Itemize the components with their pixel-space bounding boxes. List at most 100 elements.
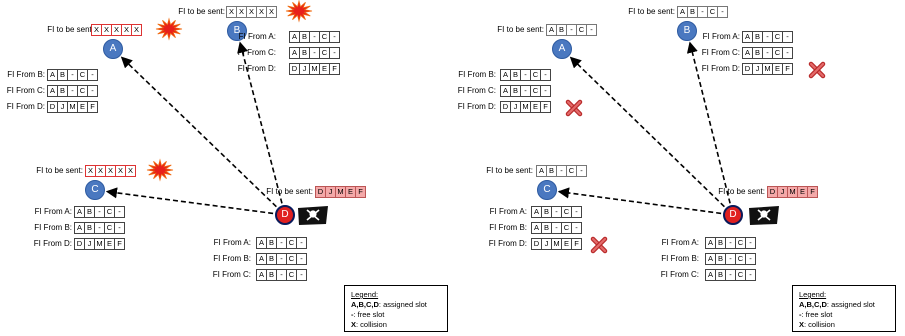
legend-key: A,B,C,D	[799, 300, 827, 309]
slot-cell: -	[296, 237, 307, 249]
legend-item: -: free slot	[351, 310, 441, 320]
fi-to-be-sent-b-label: FI to be sent:	[178, 7, 225, 16]
slot-cell: F	[114, 238, 125, 250]
node-b: B	[677, 21, 697, 41]
red-x-icon	[565, 99, 583, 117]
legend-title: Legend:	[351, 290, 379, 299]
red-burst-icon	[146, 158, 174, 182]
arrow-d-to-c	[105, 187, 274, 215]
node-c-fi-from-row-label: FI From A:	[489, 207, 527, 216]
slot-cell: -	[782, 47, 793, 59]
fi-to-be-sent-c-label: FI to be sent:	[36, 166, 83, 175]
legend-item: X: collision	[799, 320, 889, 330]
slot-cell: -	[114, 206, 125, 218]
node-c: C	[85, 180, 105, 200]
arrow-d-to-a	[120, 56, 277, 208]
slot-cell: X	[125, 165, 136, 177]
arrow-d-to-a	[569, 56, 725, 208]
legend-text: : assigned slot	[378, 300, 427, 309]
node-b-fi-from-row-label: FI From C:	[701, 48, 740, 57]
node-a: A	[103, 39, 123, 59]
slot-cell: -	[717, 6, 728, 18]
arrow-d-to-c	[557, 187, 722, 215]
slot-cell: F	[807, 186, 818, 198]
legend-item: A,B,C,D: assigned slot	[351, 300, 441, 310]
node-d-fi-from-row-label: FI From A:	[213, 238, 251, 247]
node-a-fi-from-row-label: FI From C:	[457, 86, 496, 95]
legend-item: -: free slot	[799, 310, 889, 320]
fi-to-be-sent-d-label: FI to be sent:	[718, 187, 765, 196]
node-a-fi-from-row-label: FI From B:	[458, 70, 496, 79]
node-d-fi-from-row-label: FI From A:	[661, 238, 699, 247]
node-d-fi-from-row-label: FI From B:	[213, 254, 251, 263]
slot-cell: -	[87, 69, 98, 81]
legend-right: Legend: A,B,C,D: assigned slot -: free s…	[792, 285, 896, 332]
slot-cell: F	[571, 238, 582, 250]
legend-key: A,B,C,D	[351, 300, 379, 309]
slot-cell: -	[586, 24, 597, 36]
node-d: D	[723, 205, 743, 225]
fi-to-be-sent-d-label: FI to be sent:	[266, 187, 313, 196]
slot-cell: -	[540, 85, 551, 97]
node-a: A	[552, 39, 572, 59]
legend-item: X: collision	[351, 320, 441, 330]
fi-to-be-sent-c-label: FI to be sent:	[486, 166, 533, 175]
slot-cell: -	[540, 69, 551, 81]
slot-cell: -	[87, 85, 98, 97]
node-c-fi-from-row-label: FI From A:	[34, 207, 72, 216]
legend-text: : collision	[804, 320, 835, 329]
slot-cell: -	[782, 31, 793, 43]
slot-cell: -	[114, 222, 125, 234]
legend-left: Legend: A,B,C,D: assigned slot -: free s…	[344, 285, 448, 332]
red-x-icon	[590, 236, 608, 254]
slot-cell: X	[131, 24, 142, 36]
node-c-fi-from-row-label: FI From B:	[34, 223, 72, 232]
node-c: C	[537, 180, 557, 200]
node-d-fi-from-row-label: FI From C:	[212, 270, 251, 279]
legend-key: X	[799, 320, 805, 329]
node-c-fi-from-row-label: FI From B:	[489, 223, 527, 232]
node-c-fi-from-row-label: FI From D:	[488, 239, 527, 248]
legend-item: A,B,C,D: assigned slot	[799, 300, 889, 310]
slot-cell: -	[296, 253, 307, 265]
node-b-fi-from-row-label: FI From A:	[702, 32, 740, 41]
slot-cell: -	[745, 237, 756, 249]
node-d-fi-from-row-label: FI From B:	[661, 254, 699, 263]
red-burst-icon	[285, 0, 313, 23]
red-burst-icon	[155, 17, 183, 41]
slot-cell: -	[571, 206, 582, 218]
slot-cell: -	[576, 165, 587, 177]
legend-title: Legend:	[799, 290, 827, 299]
slot-cell: F	[782, 63, 793, 75]
node-b-fi-from-row-label: FI From D:	[237, 64, 276, 73]
pirate-flag-icon	[749, 206, 779, 225]
legend-text: : collision	[356, 320, 387, 329]
arrow-d-to-b	[686, 41, 731, 204]
